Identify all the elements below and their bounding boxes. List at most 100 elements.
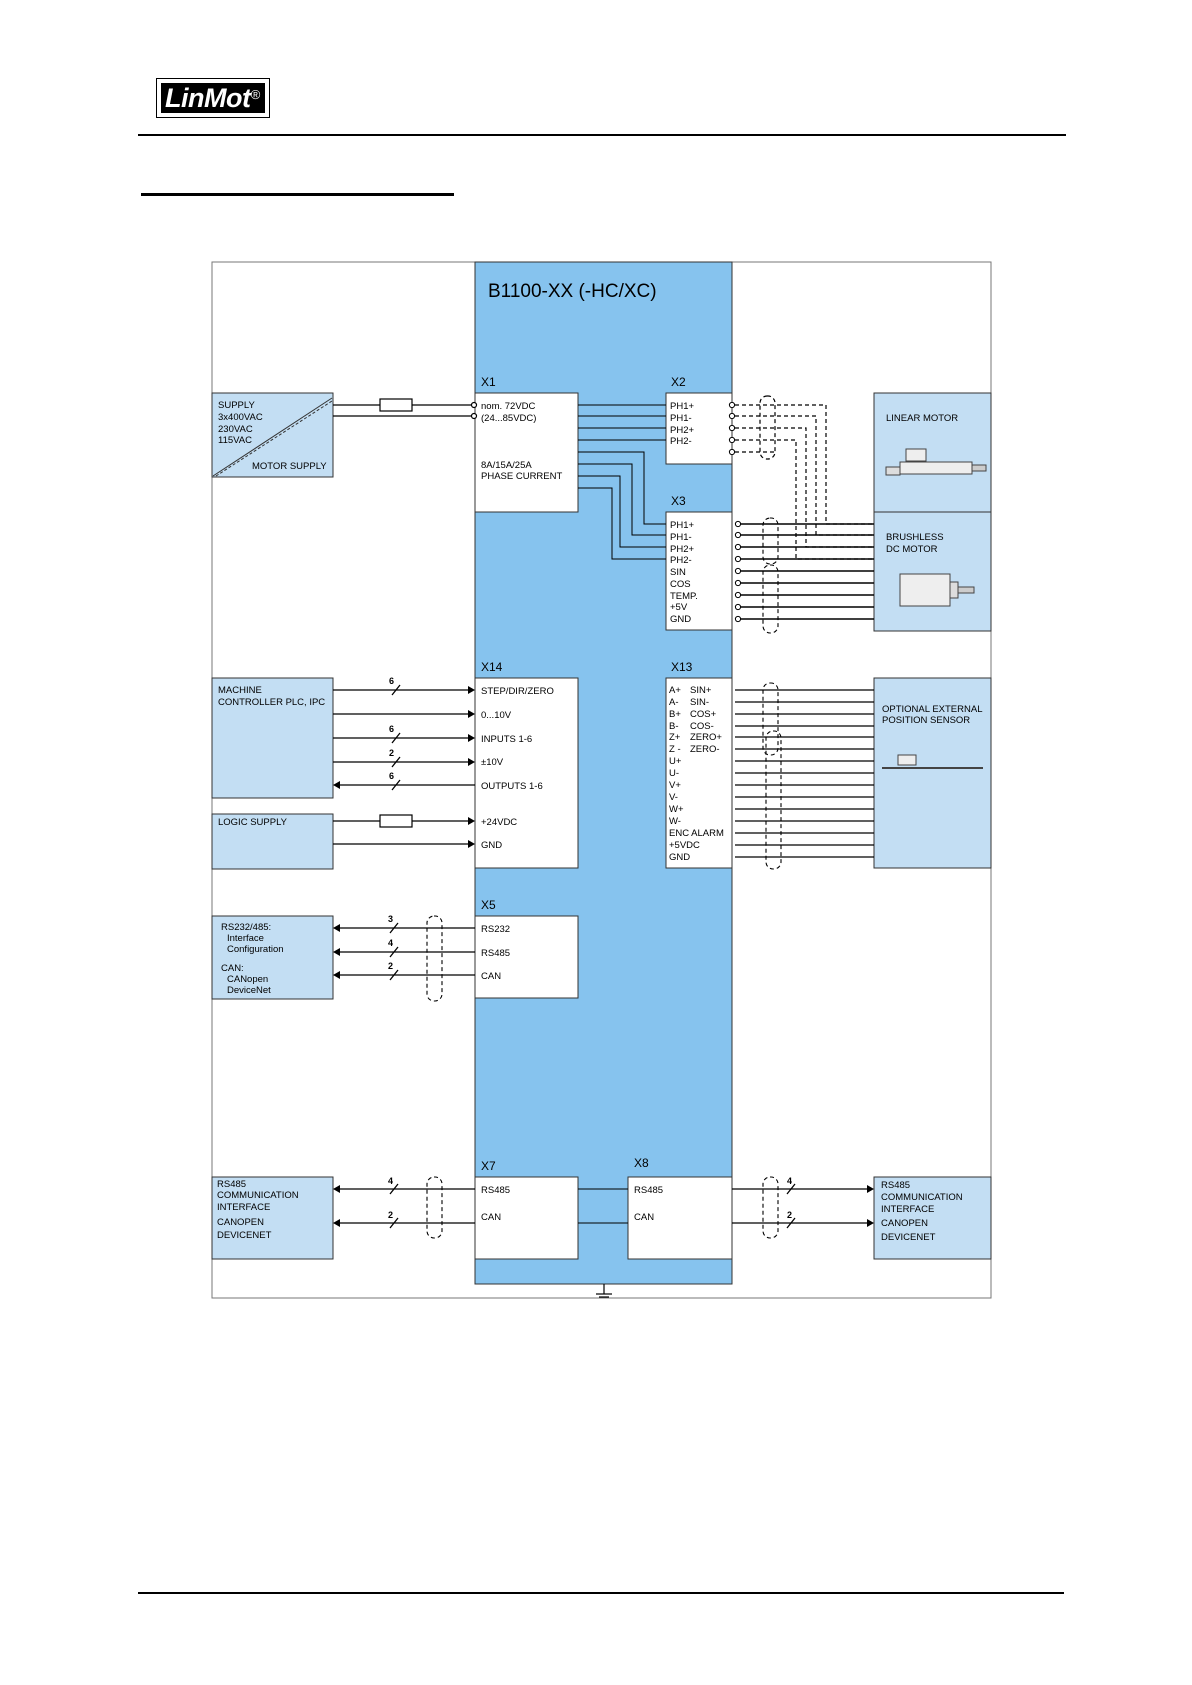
x14-pin-4: ±10V <box>481 757 504 768</box>
x5-box <box>474 915 579 999</box>
x3-pin-5: SIN <box>670 567 686 578</box>
x8-box <box>627 1176 733 1260</box>
x13-alt-6: ZERO- <box>690 744 720 755</box>
x13-alt-5: ZERO+ <box>690 732 722 743</box>
x2-pin-circles <box>728 401 736 456</box>
x3-pin-4: PH2- <box>670 555 692 566</box>
logic-supply-box <box>211 813 334 870</box>
x14-pin-2: 0...10V <box>481 710 512 721</box>
x13-pin-12: W- <box>669 816 681 827</box>
x13-pin-13: ENC ALARM <box>669 828 724 839</box>
x5-pin-2: RS485 <box>481 948 510 959</box>
x3-pin-6: COS <box>670 579 691 590</box>
x8-pin-1: RS485 <box>634 1185 663 1196</box>
x13-pin-3: B+ <box>669 709 681 720</box>
rs232-config-box <box>211 915 334 1000</box>
x13-pin-4: B- <box>669 721 679 732</box>
comm-right-line-4: CANOPEN <box>881 1218 928 1229</box>
x14-box <box>474 677 579 869</box>
x1-line-4: 8A/15A/25A <box>481 460 532 471</box>
x13-shields <box>762 682 782 870</box>
x3-pin-7: TEMP. <box>670 591 698 602</box>
x7-count-2: 2 <box>388 1210 393 1220</box>
x13-pin-10: V- <box>669 792 678 803</box>
linear-motor-icon <box>885 448 987 476</box>
x14-count-1: 6 <box>389 676 394 686</box>
comm-right-line-3: INTERFACE <box>881 1204 934 1215</box>
x8-bus-slashes <box>786 1183 796 1229</box>
x13-pin-6: Z - <box>669 744 681 755</box>
rs232-line-1: RS232/485: <box>221 922 271 933</box>
x14-count-3: 6 <box>389 724 394 734</box>
x13-pin-2: A- <box>669 697 679 708</box>
linmot-logo: LinMot® <box>156 78 270 118</box>
ground-symbol <box>596 1284 612 1298</box>
x5-count-2: 4 <box>388 938 393 948</box>
x2-box <box>665 392 733 465</box>
supply-diagonal <box>212 397 333 477</box>
motor-supply-label: MOTOR SUPPLY <box>252 461 327 472</box>
x13-alt-1: SIN+ <box>690 685 712 696</box>
x13-alt-3: COS+ <box>690 709 717 720</box>
x7-box <box>474 1176 579 1260</box>
x1-line-2: (24...85VDC) <box>481 413 536 424</box>
x14-pin-7: GND <box>481 840 502 851</box>
linear-motor-label: LINEAR MOTOR <box>886 413 958 424</box>
logo-registered-mark: ® <box>250 87 260 102</box>
x5-pin-3: CAN <box>481 971 501 982</box>
x13-pin-7: U+ <box>669 756 682 767</box>
x8-count-1: 4 <box>787 1176 792 1186</box>
x5-lines <box>340 927 475 976</box>
machine-controller-box <box>211 677 334 799</box>
x5-arrowheads <box>333 924 340 979</box>
x8-lines <box>732 1188 867 1224</box>
linear-motor-box <box>873 392 992 513</box>
machine-controller-line-1: MACHINE <box>218 685 262 696</box>
rs232-line-2: Interface <box>227 933 264 944</box>
supply-fuse <box>379 398 413 412</box>
x3-box <box>665 511 733 631</box>
x13-pin-14: +5VDC <box>669 840 700 851</box>
heading-underline <box>141 193 454 196</box>
comm-right-box <box>873 1176 992 1260</box>
optional-sensor-box <box>873 677 992 869</box>
x5-pin-1: RS232 <box>481 924 510 935</box>
x13-sensor-lines <box>735 689 874 858</box>
footer-rule <box>138 1592 1064 1594</box>
x3-pin-1: PH1+ <box>670 520 694 531</box>
comm-right-line-1: RS485 <box>881 1180 910 1191</box>
supply-line-4: 115VAC <box>218 435 252 446</box>
x2-pin-ph1p: PH1+ <box>670 401 694 412</box>
x3-output-lines <box>735 523 874 620</box>
x3-pin-8: +5V <box>670 602 688 613</box>
x7-shield <box>426 1176 443 1239</box>
x7-lines <box>340 1188 475 1224</box>
x7-bus-slashes <box>389 1183 399 1229</box>
x5-bus-slashes <box>389 922 399 981</box>
x14-pin-5: OUTPUTS 1-6 <box>481 781 543 792</box>
sensor-line-1: OPTIONAL EXTERNAL <box>882 704 982 715</box>
x7-pin-1: RS485 <box>481 1185 510 1196</box>
x14-input-lines <box>333 689 475 845</box>
x2-pin-ph2m: PH2- <box>670 436 692 447</box>
comm-right-line-5: DEVICENET <box>881 1232 936 1243</box>
brushless-motor-icon <box>899 573 975 607</box>
x7-pin-2: CAN <box>481 1212 501 1223</box>
x13-pin-1: A+ <box>669 685 681 696</box>
x8-arrowheads <box>867 1185 874 1227</box>
brushless-motor-box <box>873 511 992 632</box>
x5-label: X5 <box>481 898 496 912</box>
x3-pin-9: GND <box>670 614 691 625</box>
x14-count-4: 2 <box>389 748 394 758</box>
comm-left-line-2: COMMUNICATION <box>217 1190 299 1201</box>
rs232-line-3: Configuration <box>227 944 284 955</box>
x13-alt-4: COS- <box>690 721 714 732</box>
x8-count-2: 2 <box>787 1210 792 1220</box>
supply-power-lines <box>333 398 478 420</box>
comm-left-line-3: INTERFACE <box>217 1202 270 1213</box>
brushless-line-2: DC MOTOR <box>886 544 938 555</box>
x13-pin-5: Z+ <box>669 732 681 743</box>
x13-pin-9: V+ <box>669 780 681 791</box>
logic-fuse <box>379 814 413 828</box>
